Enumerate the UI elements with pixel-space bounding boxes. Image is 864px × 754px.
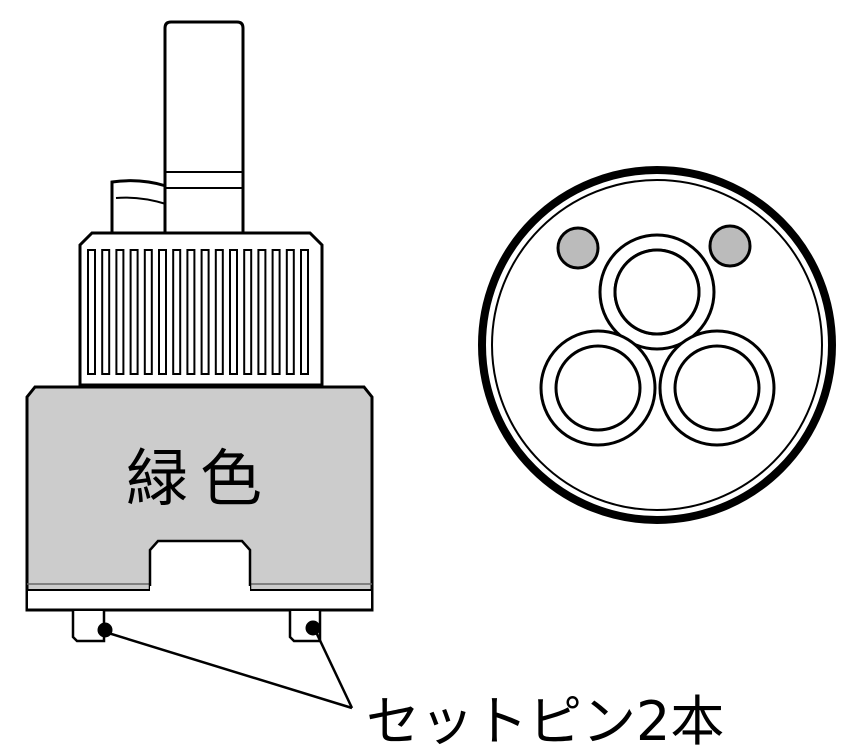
positioning-hole-right [708,224,752,268]
positioning-hole-left [556,226,600,270]
stem [163,20,245,237]
knurl-slot [285,249,295,375]
knurl-slot [229,249,238,375]
body-color-label: 緑色 [126,442,274,515]
knurl-slot [101,249,111,375]
knurl-slot [214,249,224,375]
knurl-slot [172,249,182,375]
body-notch [148,539,252,590]
cartridge-side-view [25,20,374,710]
port-right [673,344,761,432]
pin-marker-right [305,620,321,636]
knurl-slot [271,249,281,375]
port-left [554,344,642,432]
lever-slant [110,179,168,237]
knurl-slot [186,249,196,375]
knurl-slot [158,249,167,375]
knurl-slot [300,249,309,375]
port-top [613,248,701,336]
knurl-slot [257,249,267,375]
set-pin-callout: セットピン2本 [366,690,724,753]
knurl-slot [143,249,153,375]
knurl-slot [87,249,96,375]
knurl-slot [243,249,253,375]
cartridge-bottom-view [478,166,836,524]
leader-line-right [314,631,354,709]
knurl-slot [200,249,210,375]
knurl-slot [115,249,125,375]
knurl-slots [87,249,309,375]
leader-line-left [104,630,353,710]
knurl-slot [129,249,139,375]
